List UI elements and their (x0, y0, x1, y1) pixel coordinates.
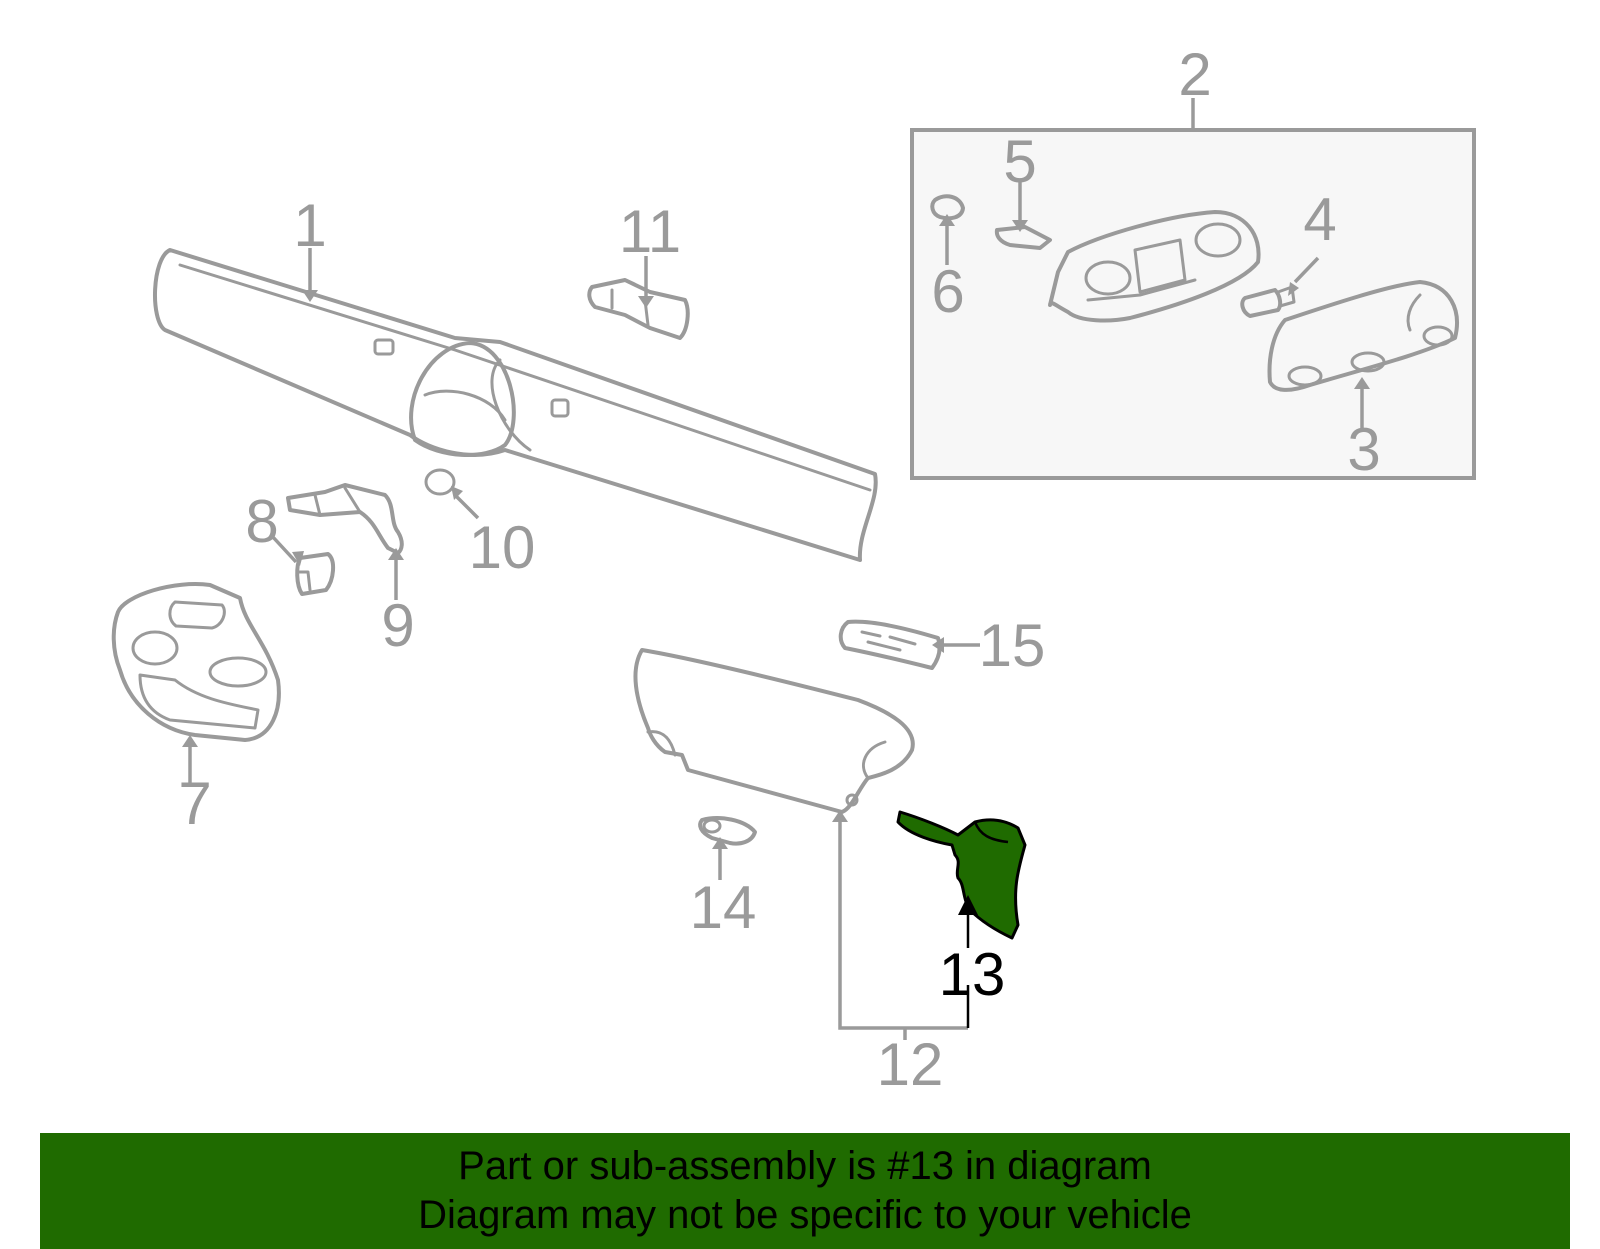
part-11-clip[interactable] (587, 278, 690, 340)
callout-7: 7 (178, 770, 211, 837)
part-9-bracket[interactable] (286, 483, 404, 555)
callout-3: 3 (1347, 416, 1380, 483)
callout-6: 6 (931, 258, 964, 325)
part-12-sun-visor[interactable] (633, 648, 915, 814)
part-5-lens[interactable] (994, 225, 1052, 250)
callout-12: 12 (877, 1031, 944, 1098)
callout-11: 11 (619, 198, 681, 265)
info-banner: Part or sub-assembly is #13 in diagram D… (40, 1133, 1570, 1249)
callout-10: 10 (469, 514, 536, 581)
callout-4: 4 (1303, 186, 1336, 253)
part-2-assembly-box[interactable] (910, 128, 1476, 480)
part-14-bulb[interactable] (698, 816, 757, 846)
part-2-housing[interactable] (1048, 210, 1261, 323)
arrowheads (182, 214, 1370, 849)
banner-line-1: Part or sub-assembly is #13 in diagram (458, 1144, 1152, 1188)
callout-8: 8 (245, 488, 278, 555)
part-6-cap[interactable] (930, 194, 965, 221)
callout-5: 5 (1003, 128, 1036, 195)
callout-15: 15 (979, 612, 1046, 679)
callout-9: 9 (381, 592, 414, 659)
callout-2: 2 (1178, 41, 1211, 108)
callout-1: 1 (293, 192, 326, 259)
part-10-plug[interactable] (424, 468, 456, 496)
leader-10 (453, 493, 480, 520)
callout-13: 13 (939, 941, 1006, 1008)
part-4-bulb[interactable] (1240, 285, 1296, 318)
part-8-clip[interactable] (295, 552, 335, 596)
part-13-visor-clip[interactable] (896, 810, 1027, 940)
part-1-trim-panel[interactable] (153, 248, 878, 562)
leader-4 (1293, 256, 1320, 284)
banner-line-2: Diagram may not be specific to your vehi… (418, 1193, 1192, 1237)
callout-14: 14 (690, 874, 757, 941)
leader-8 (270, 534, 298, 564)
leader-12 (838, 816, 968, 1040)
part-3-lens-cover[interactable] (1267, 280, 1459, 392)
part-7-console[interactable] (111, 582, 281, 742)
part-15-lens[interactable] (838, 619, 942, 670)
